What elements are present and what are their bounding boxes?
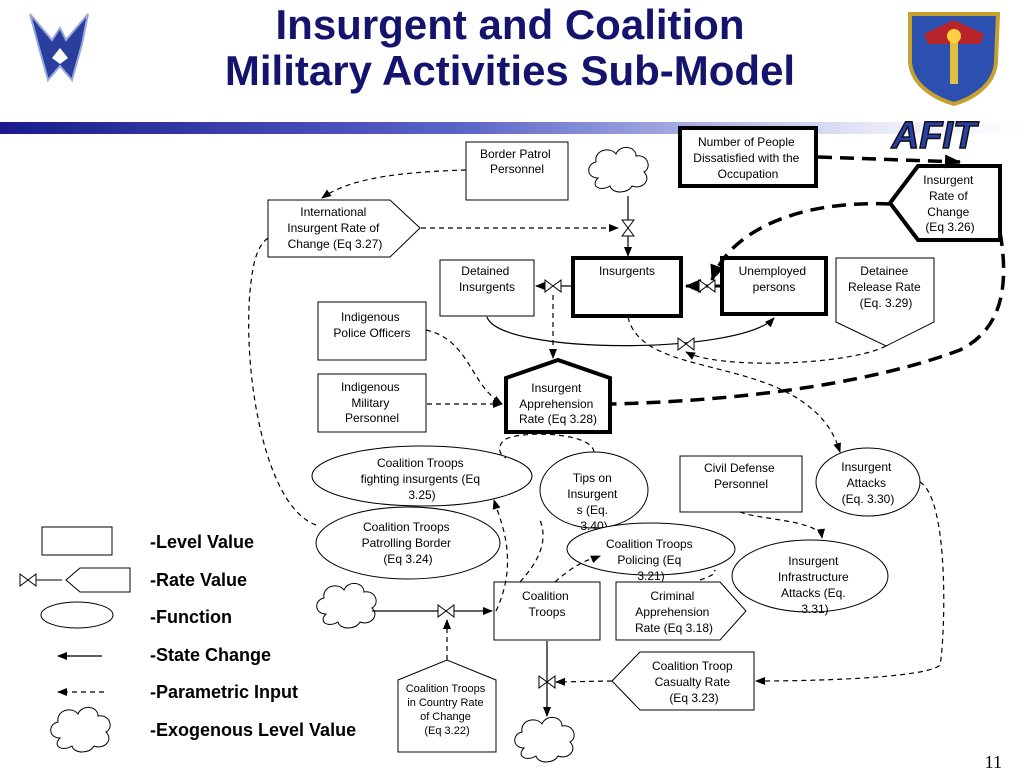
coalition-troops-box[interactable] [493,581,601,641]
unemployed-persons-label: Unemployed persons [739,264,810,294]
coalition-troops-patrolling-label: Coalition Troops Patrolling Border (Eq 3… [362,520,455,566]
major-parametric-inputs [611,154,1006,406]
coalition-troops-patrolling-node[interactable] [315,506,501,580]
detainee-release-rate-label: Detainee Release Rate (Eq. 3.29) [848,264,924,310]
insurgent-attacks-label: Insurgent Attacks (Eq. 3.30) [841,460,894,506]
indigenous-military-label: Indigenous Military Personnel [341,380,403,425]
unemployed-persons-box[interactable] [720,256,828,316]
insurgent-rate-of-change-node[interactable] [887,164,1002,242]
legend: -Level Value -Rate Value -Function -Stat… [19,526,356,753]
coalition-casualty-rate-node[interactable] [611,651,755,711]
legend-rate-label: -Rate Value [150,570,247,590]
legend-exogenous-symbol [50,706,111,753]
legend-state-label: -State Change [150,645,271,665]
coalition-troops-label: Coalition Troops [522,589,572,619]
civil-defense-box[interactable] [679,455,803,513]
title-line-2: Military Activities Sub-Model [224,47,796,94]
page-title: Insurgent and Coalition Military Activit… [130,2,890,94]
title-line-1: Insurgent and Coalition [275,1,745,48]
exogenous-cloud-left [316,582,377,629]
insurgent-apprehension-rate-label: Insurgent Apprehension Rate (Eq 3.28) [519,381,597,426]
coalition-troops-policing-label: Coalition Troops Policing (Eq 3.21) [606,537,696,583]
indigenous-police-label: Indigenous Police Officers [333,310,410,340]
criminal-apprehension-rate-node[interactable] [615,581,747,641]
legend-rate-symbol [19,567,131,593]
legend-level-symbol [41,526,113,556]
flow-valve [437,604,455,618]
afit-logo-text: AFIT [891,115,979,157]
indigenous-military-box[interactable] [317,373,427,433]
coalition-in-country-rate-node[interactable] [397,659,497,753]
coalition-troops-fighting-label: Coalition Troops fighting insurgents (Eq… [361,456,484,502]
international-insurgent-rate-node[interactable] [267,199,421,258]
coalition-in-country-rate-label: Coalition Troops in Country Rate of Chan… [406,683,489,737]
page-number: 11 [984,752,1002,772]
international-insurgent-rate-label: International Insurgent Rate of Change (… [287,205,382,251]
insurgents-box[interactable] [571,256,683,318]
insurgents-label: Insurgents [599,264,655,278]
dissatisfied-people-box[interactable] [678,126,818,188]
insurgent-infrastructure-attacks-node[interactable] [731,539,889,613]
parametric-inputs [248,169,945,686]
border-patrol-label: Border Patrol Personnel [480,147,554,176]
exogenous-cloud-bottom [514,716,575,763]
legend-function-symbol [40,601,114,629]
criminal-apprehension-rate-label: Criminal Apprehension Rate (Eq 3.18) [635,589,713,635]
insurgent-rate-of-change-label: Insurgent Rate of Change (Eq 3.26) [923,173,976,234]
legend-exogenous-label: -Exogenous Level Value [150,720,356,740]
dissatisfied-people-label: Number of People Dissatisfied with the O… [693,135,802,181]
air-force-wings-logo [29,13,89,83]
coalition-troops-fighting-node[interactable] [311,445,533,507]
flow-valve [544,279,562,293]
indigenous-police-box[interactable] [317,301,427,361]
legend-function-label: -Function [150,607,232,627]
border-patrol-box[interactable] [465,141,569,201]
legend-level-label: -Level Value [150,532,254,552]
aetc-shield-logo [908,12,1001,107]
coalition-troops-policing-node[interactable] [566,522,736,576]
insurgent-infrastructure-attacks-label: Insurgent Infrastructure Attacks (Eq. 3.… [778,554,852,616]
detained-insurgents-box[interactable] [439,259,535,317]
legend-parametric-label: -Parametric Input [150,682,298,702]
insurgent-apprehension-rate-node[interactable] [504,357,612,434]
civil-defense-label: Civil Defense Personnel [704,461,778,491]
flow-valve [698,279,716,293]
flow-valve [621,219,635,237]
detained-insurgents-label: Detained Insurgents [459,264,515,294]
exogenous-cloud-top [588,146,649,193]
coalition-casualty-rate-label: Coalition Troop Casualty Rate (Eq 3.23) [652,659,736,705]
detainee-release-rate-node[interactable] [835,257,935,347]
flow-valve [677,337,695,351]
